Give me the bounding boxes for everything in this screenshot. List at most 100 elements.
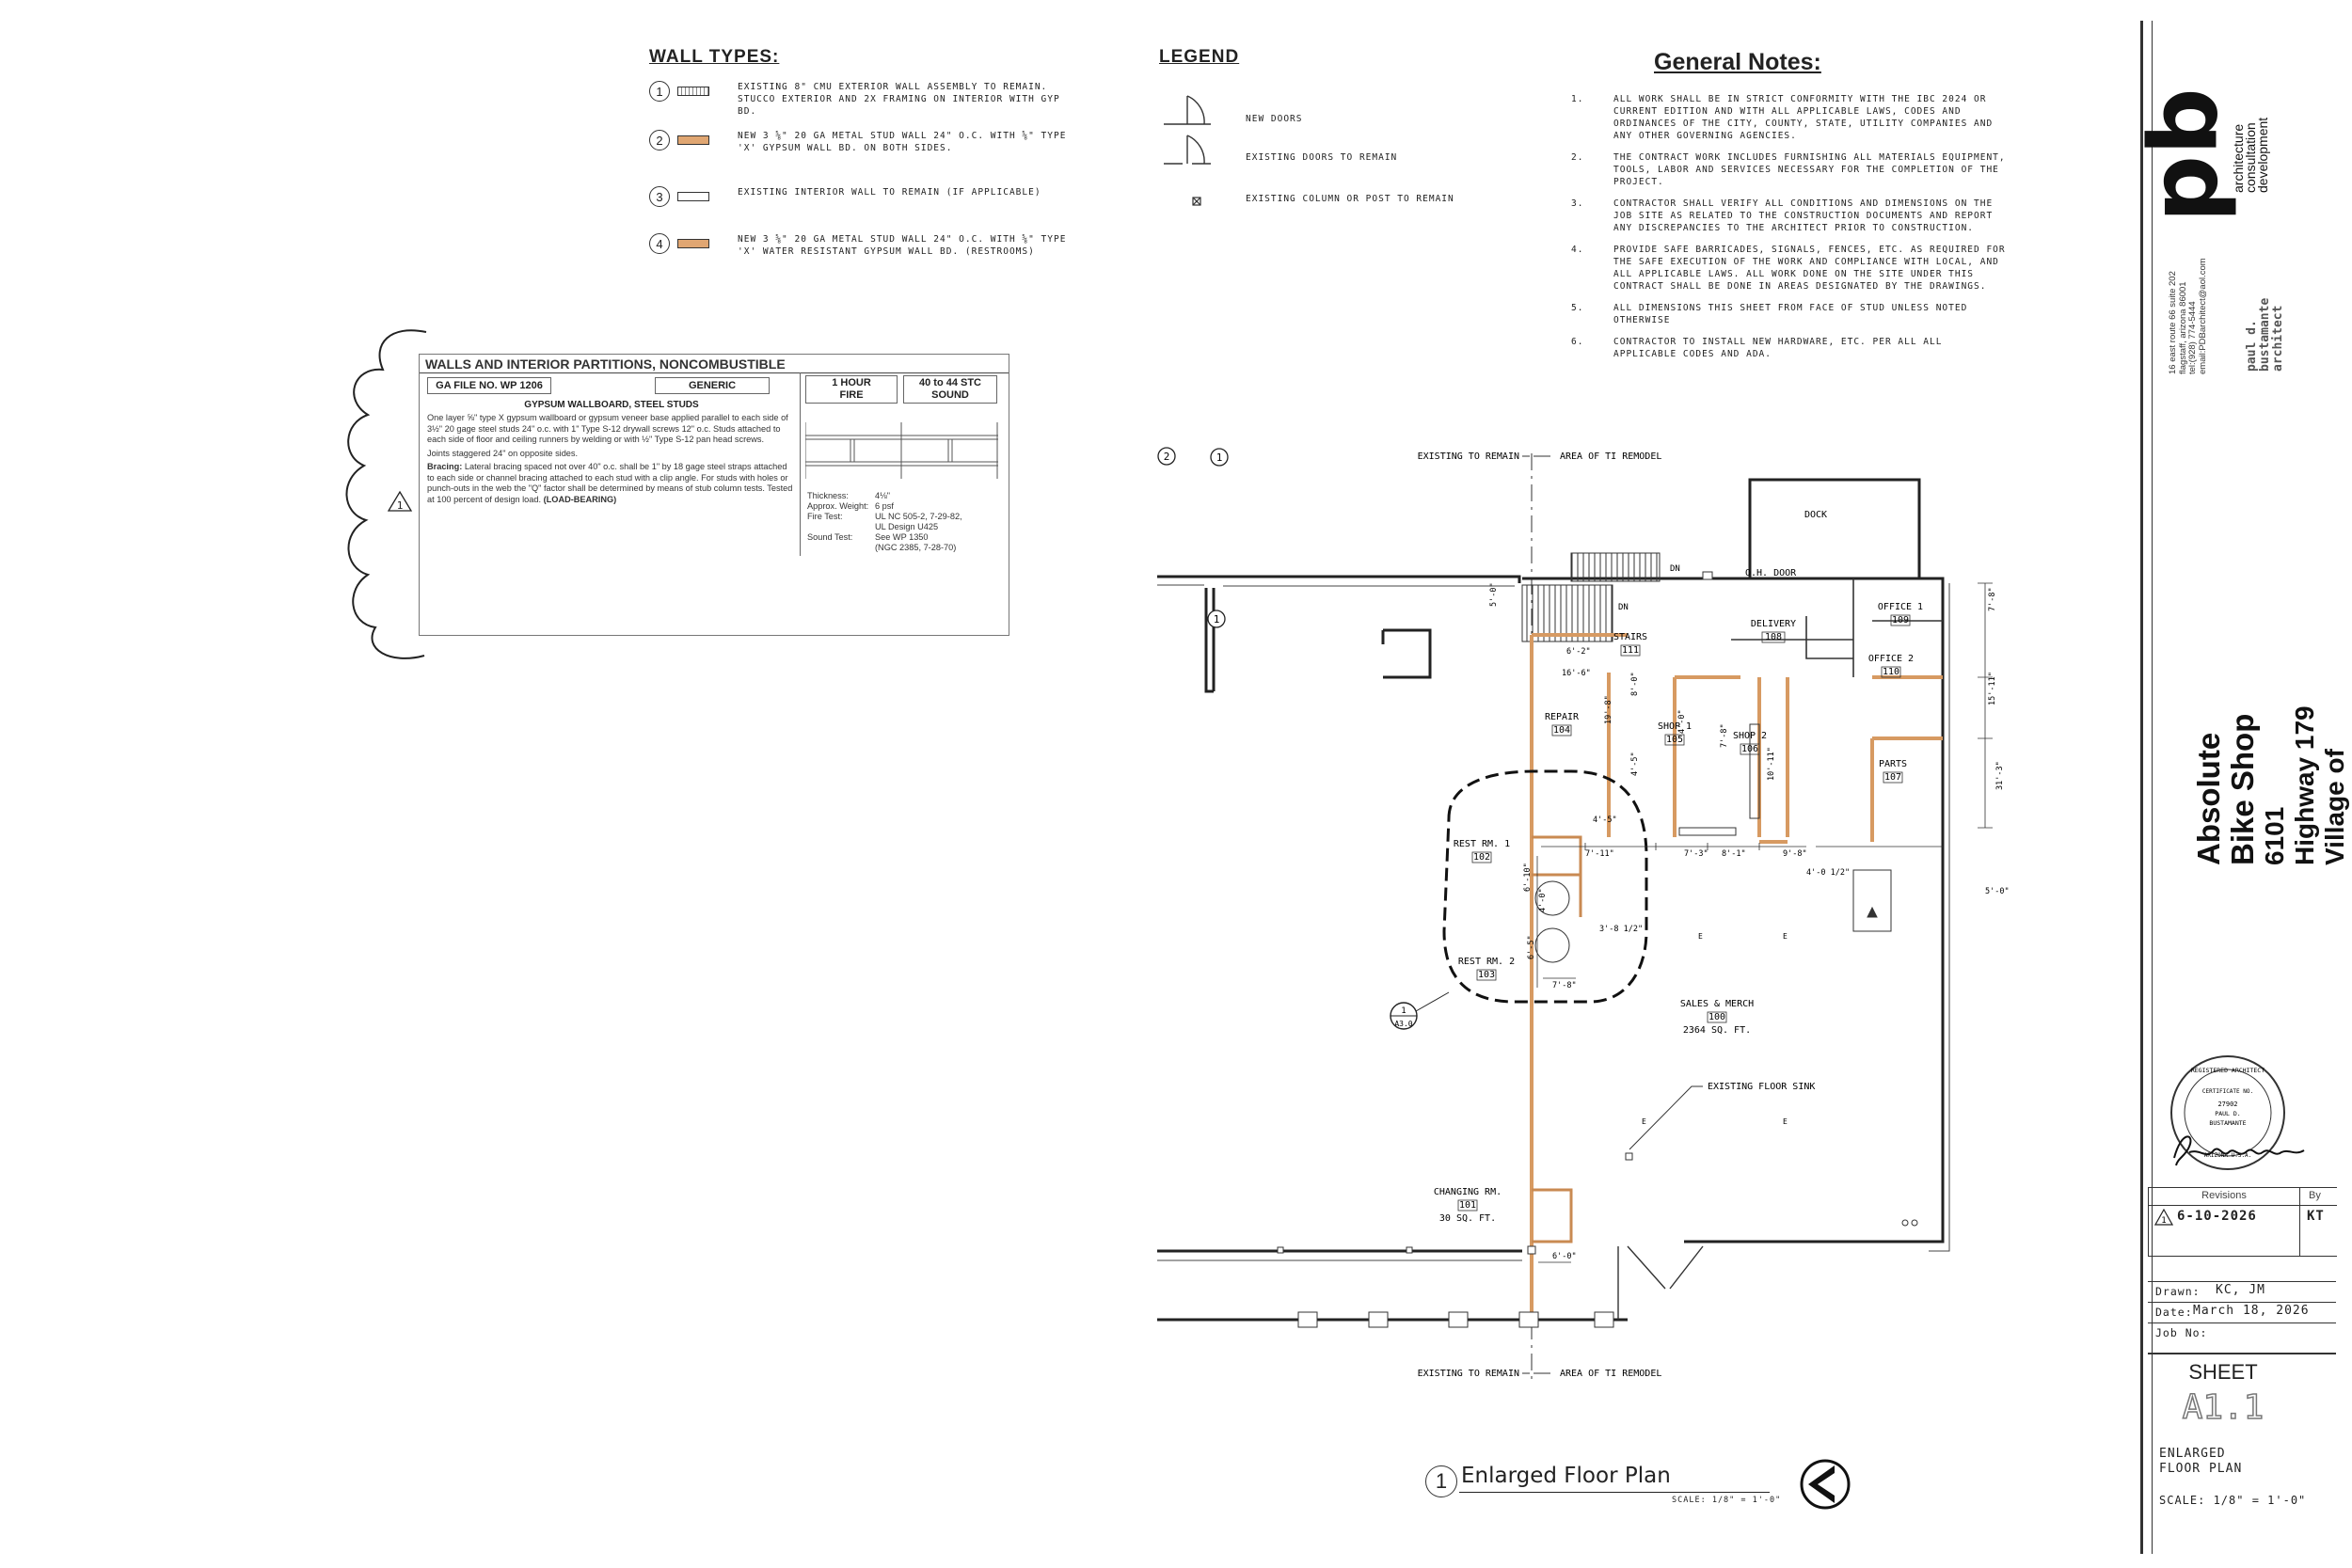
revision-mark: 1 bbox=[2161, 1216, 2166, 1226]
architect-name: paul d. bustamante architect bbox=[2245, 265, 2285, 372]
sheet-number: A1.1 bbox=[2182, 1387, 2265, 1428]
room-sales-num: 100 bbox=[1708, 1012, 1725, 1022]
oh-door-label: O.H. DOOR bbox=[1745, 568, 1797, 578]
dimension-label: 8'-1" bbox=[1722, 849, 1746, 859]
ga-spec-key: Fire Test: bbox=[807, 512, 843, 521]
legend-title: LEGEND bbox=[1159, 47, 1240, 67]
revision-delta-icon: 1 bbox=[387, 490, 413, 512]
legend-new-doors: NEW DOORS bbox=[1246, 114, 1303, 124]
dimension-strings: 5'-0"6'-2"16'-6"19'-8"8'-0"4'-5"7'-3"4'-… bbox=[1489, 582, 2010, 1261]
ga-sound-rating-1: 40 to 44 STC bbox=[918, 377, 982, 388]
dimension-label: 6'-10" bbox=[1523, 863, 1533, 892]
project-info: Absolute Bike Shop 6101 Highway 179 Vill… bbox=[2191, 705, 2352, 865]
new-door-symbol bbox=[1164, 95, 1211, 125]
ga-spec-value: See WP 1350 bbox=[875, 532, 929, 542]
general-note: 1. ALL WORK SHALL BE IN STRICT CONFORMITY… bbox=[1571, 93, 2032, 142]
room-stairs-name: STAIRS bbox=[1613, 632, 1647, 642]
project-street: 6101 Highway 179 bbox=[2260, 705, 2319, 865]
general-note-number: 2. bbox=[1571, 152, 1584, 163]
revisions-header: Revisions bbox=[2201, 1190, 2247, 1201]
general-notes-list: 1. ALL WORK SHALL BE IN STRICT CONFORMITY… bbox=[1571, 93, 2032, 360]
room-changing-num: 101 bbox=[1459, 1200, 1476, 1211]
wall-type-row: 1 EXISTING 8" CMU EXTERIOR WALL ASSEMBLY … bbox=[649, 81, 1076, 118]
wall-type-tag-marker: 1 bbox=[1210, 448, 1229, 467]
general-note-text: ALL WORK SHALL BE IN STRICT CONFORMITY W… bbox=[1613, 94, 1994, 141]
room-rest-rm-2-num: 103 bbox=[1478, 970, 1495, 980]
revisions-by-header: By bbox=[2309, 1190, 2321, 1201]
general-note: 5.ALL DIMENSIONS THIS SHEET FROM FACE OF… bbox=[1571, 302, 2032, 326]
revision-cloud: 1 bbox=[345, 329, 427, 659]
general-note-number: 1. bbox=[1571, 94, 1584, 104]
firm-address-line: 16 east route 66 suite 202 bbox=[2168, 271, 2178, 374]
wall-type-tag-marker: 1 bbox=[1207, 610, 1226, 628]
dock-stairs-hatch bbox=[1570, 552, 1661, 582]
date-label: Date: bbox=[2155, 1306, 2193, 1319]
room-parts-name: PARTS bbox=[1879, 759, 1907, 769]
sheet-scale: SCALE: 1/8" = 1'-0" bbox=[2159, 1494, 2307, 1507]
svg-text:E: E bbox=[1642, 1117, 1646, 1126]
wall-type-description: EXISTING INTERIOR WALL TO REMAIN (IF APP… bbox=[738, 187, 1041, 198]
wall-type-description: NEW 3 ⅝" 20 GA METAL STUD WALL 24" O.C. … bbox=[738, 234, 1067, 257]
wall-type-swatch bbox=[677, 87, 709, 96]
general-note: 2.THE CONTRACT WORK INCLUDES FURNISHING … bbox=[1571, 151, 2032, 188]
new-walls-type-4 bbox=[1532, 835, 1582, 1243]
ga-sound-rating-2: SOUND bbox=[931, 389, 969, 401]
wall-type-description: NEW 3 ⅝" 20 GA METAL STUD WALL 24" O.C. … bbox=[738, 131, 1067, 153]
existing-interior-walls bbox=[1731, 578, 1943, 677]
stairs-hatch bbox=[1521, 584, 1613, 642]
svg-text:E: E bbox=[1783, 1117, 1788, 1126]
revision-delta-number: 1 bbox=[397, 499, 404, 512]
ga-spec-value: 6 psf bbox=[875, 501, 894, 511]
ga-spec-value: UL NC 505-2, 7-29-82, bbox=[875, 512, 962, 521]
detail-callout-sheet: A3.0 bbox=[1394, 1020, 1412, 1028]
ga-generic-label: GENERIC bbox=[655, 377, 770, 394]
ga-spec-key bbox=[807, 522, 875, 532]
project-name: Absolute Bike Shop bbox=[2191, 713, 2260, 865]
ga-spec-row: UL Design U425 bbox=[807, 522, 962, 532]
general-note: 6.CONTRACTOR TO INSTALL NEW HARDWARE, ET… bbox=[1571, 336, 2032, 360]
project-city: Village of Oak Creek, Arizona bbox=[2320, 727, 2352, 865]
ga-fire-rating-2: FIRE bbox=[839, 389, 864, 401]
ga-wall-section-drawing bbox=[805, 422, 998, 479]
legend-existing-column: EXISTING COLUMN OR POST TO REMAIN bbox=[1246, 194, 1454, 204]
room-rest-rm-2-name: REST RM. 2 bbox=[1458, 957, 1515, 967]
room-labels: OFFICE 1 109 OFFICE 2 110 DELIVERY 108 S… bbox=[1434, 602, 1923, 1224]
ga-detail-box: WALLS AND INTERIOR PARTITIONS, NONCOMBUS… bbox=[419, 354, 1009, 636]
general-note-text: CONTRACTOR SHALL VERIFY ALL CONDITIONS A… bbox=[1613, 198, 1994, 233]
dimension-label: 31'-3" bbox=[1995, 761, 2005, 790]
architect-signature bbox=[2173, 1135, 2305, 1166]
room-office-1-num: 109 bbox=[1892, 615, 1909, 626]
wall-type-tag: 2 bbox=[649, 130, 670, 150]
dimension-label: 7'-8" bbox=[1720, 723, 1729, 748]
ga-fire-rating-1: 1 HOUR bbox=[832, 377, 871, 388]
ga-spec-value: (NGC 2385, 7-28-70) bbox=[875, 543, 957, 552]
ga-body-3: Lateral bracing spaced not over 40" o.c.… bbox=[427, 462, 793, 504]
dimension-label: 15'-11" bbox=[1988, 672, 1997, 705]
ga-subtitle: GYPSUM WALLBOARD, STEEL STUDS bbox=[524, 400, 699, 410]
label-area-ti-remodel-bottom: AREA OF TI REMODEL bbox=[1560, 1369, 1661, 1379]
ga-file-number: GA FILE NO. WP 1206 bbox=[427, 377, 551, 394]
floor-plan: EXISTING TO REMAIN AREA OF TI REMODEL DN… bbox=[1157, 447, 2010, 1383]
existing-columns bbox=[1277, 1245, 1614, 1328]
existing-door-symbol bbox=[1164, 135, 1211, 165]
firm-address-line: tel:(928) 774-5444 bbox=[2187, 301, 2198, 374]
architect-seal: REGISTERED ARCHITECT CERTIFICATE NO. 279… bbox=[2170, 1055, 2285, 1170]
ga-spec-value: UL Design U425 bbox=[875, 522, 939, 531]
wall-type-tag: 4 bbox=[649, 233, 670, 254]
dimension-label: 7'-8" bbox=[1552, 981, 1577, 990]
top-area-labels: EXISTING TO REMAIN AREA OF TI REMODEL bbox=[1418, 451, 1661, 1383]
plan-title-scale: SCALE: 1/8" = 1'-0" bbox=[1672, 1496, 1782, 1505]
drawn-value: KC, JM bbox=[2216, 1283, 2265, 1297]
wall-type-description: EXISTING 8" CMU EXTERIOR WALL ASSEMBLY T… bbox=[738, 82, 1060, 117]
wall-type-swatch bbox=[677, 239, 709, 248]
ga-spec-row: Sound Test:See WP 1350 bbox=[807, 532, 962, 543]
legend-symbols bbox=[1164, 95, 1211, 206]
dimension-label: 6'-0" bbox=[1552, 1252, 1577, 1261]
ga-body-2: Joints staggered 24" on opposite sides. bbox=[427, 448, 579, 458]
room-office-2-num: 110 bbox=[1883, 667, 1899, 677]
wall-type-tag: 1 bbox=[649, 81, 670, 102]
dock-dn-label: DN bbox=[1670, 564, 1680, 574]
